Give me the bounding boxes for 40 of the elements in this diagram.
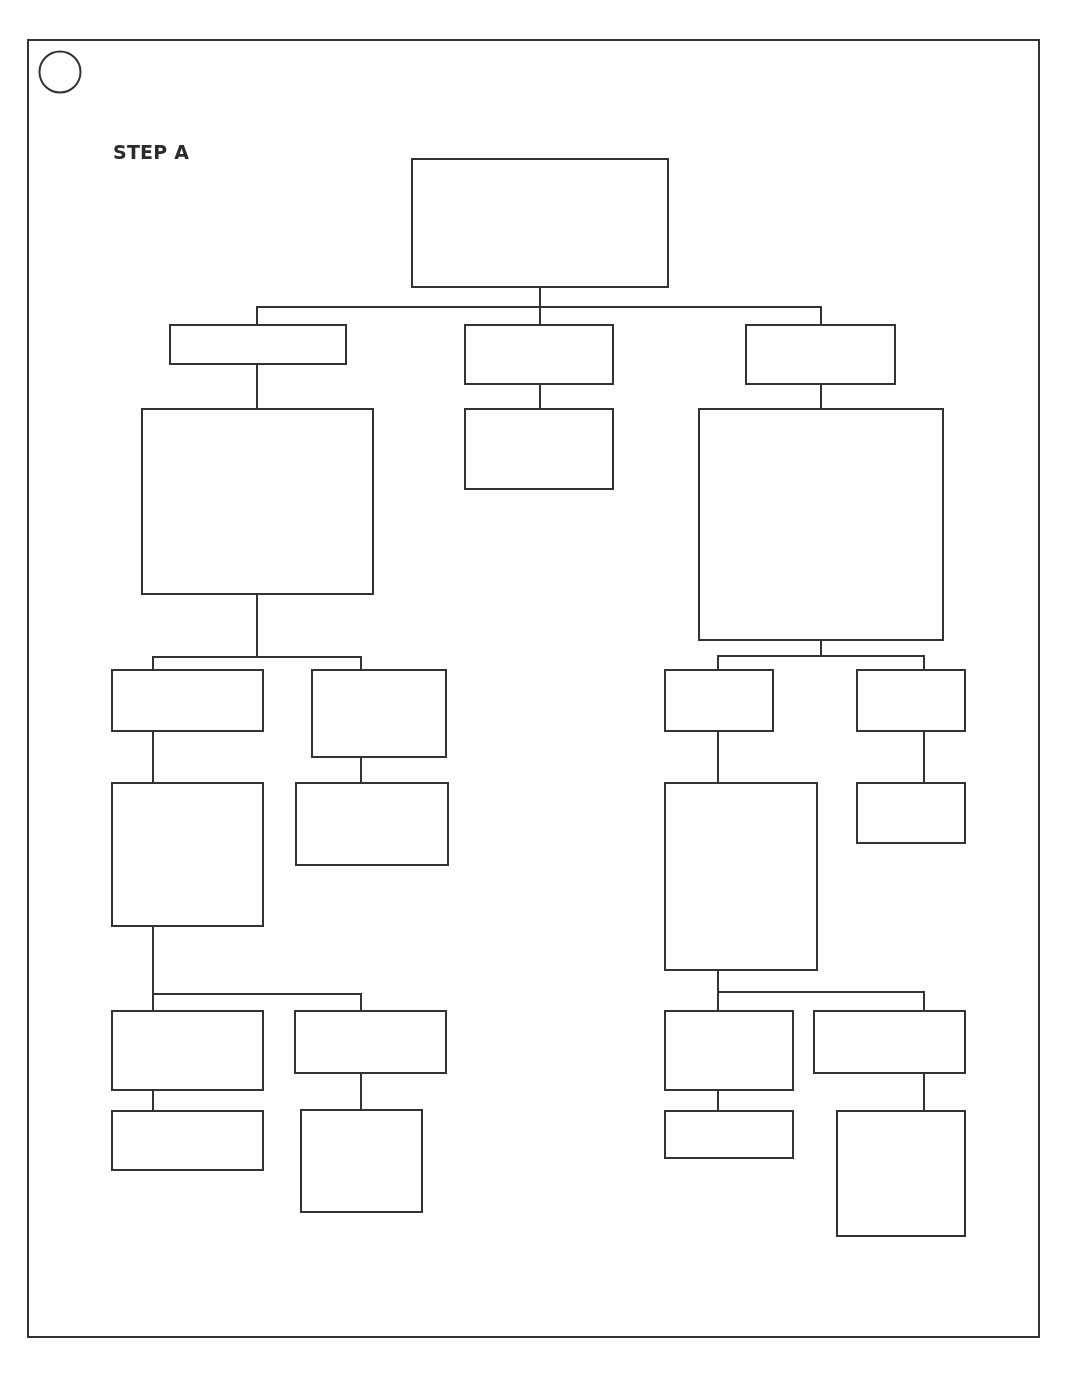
empty-box	[411, 158, 669, 288]
connector-line	[717, 970, 925, 1011]
empty-box	[836, 1110, 966, 1237]
connector-line	[360, 757, 362, 783]
connector-line	[717, 731, 719, 783]
empty-box	[295, 782, 449, 866]
empty-box	[664, 1110, 794, 1159]
connector-line	[256, 594, 362, 670]
empty-box	[664, 782, 818, 971]
empty-box	[111, 1110, 264, 1171]
connector-line	[539, 384, 541, 409]
empty-box	[813, 1010, 966, 1074]
connector-line	[923, 731, 925, 783]
empty-box	[698, 408, 944, 641]
empty-box	[745, 324, 896, 385]
step-heading: STEP A	[113, 141, 190, 163]
empty-box	[169, 324, 347, 365]
empty-box	[111, 782, 264, 927]
empty-box	[856, 782, 966, 844]
empty-box	[300, 1109, 423, 1213]
connector-line	[256, 364, 258, 409]
connector-line	[152, 926, 362, 1011]
empty-box	[664, 1010, 794, 1091]
connector-line	[152, 1090, 154, 1111]
empty-box	[464, 324, 614, 385]
connector-line	[820, 640, 925, 670]
connector-line	[820, 384, 822, 409]
connector-line	[152, 731, 154, 783]
empty-box	[141, 408, 374, 595]
empty-box	[294, 1010, 447, 1074]
empty-box	[111, 1010, 264, 1091]
empty-box	[856, 669, 966, 732]
connector-line	[539, 287, 822, 325]
empty-box	[111, 669, 264, 732]
connector-line	[923, 1073, 925, 1111]
empty-box	[664, 669, 774, 732]
empty-box	[464, 408, 614, 490]
connector-line	[717, 1090, 719, 1111]
connector-line	[360, 1073, 362, 1110]
empty-box	[311, 669, 447, 758]
